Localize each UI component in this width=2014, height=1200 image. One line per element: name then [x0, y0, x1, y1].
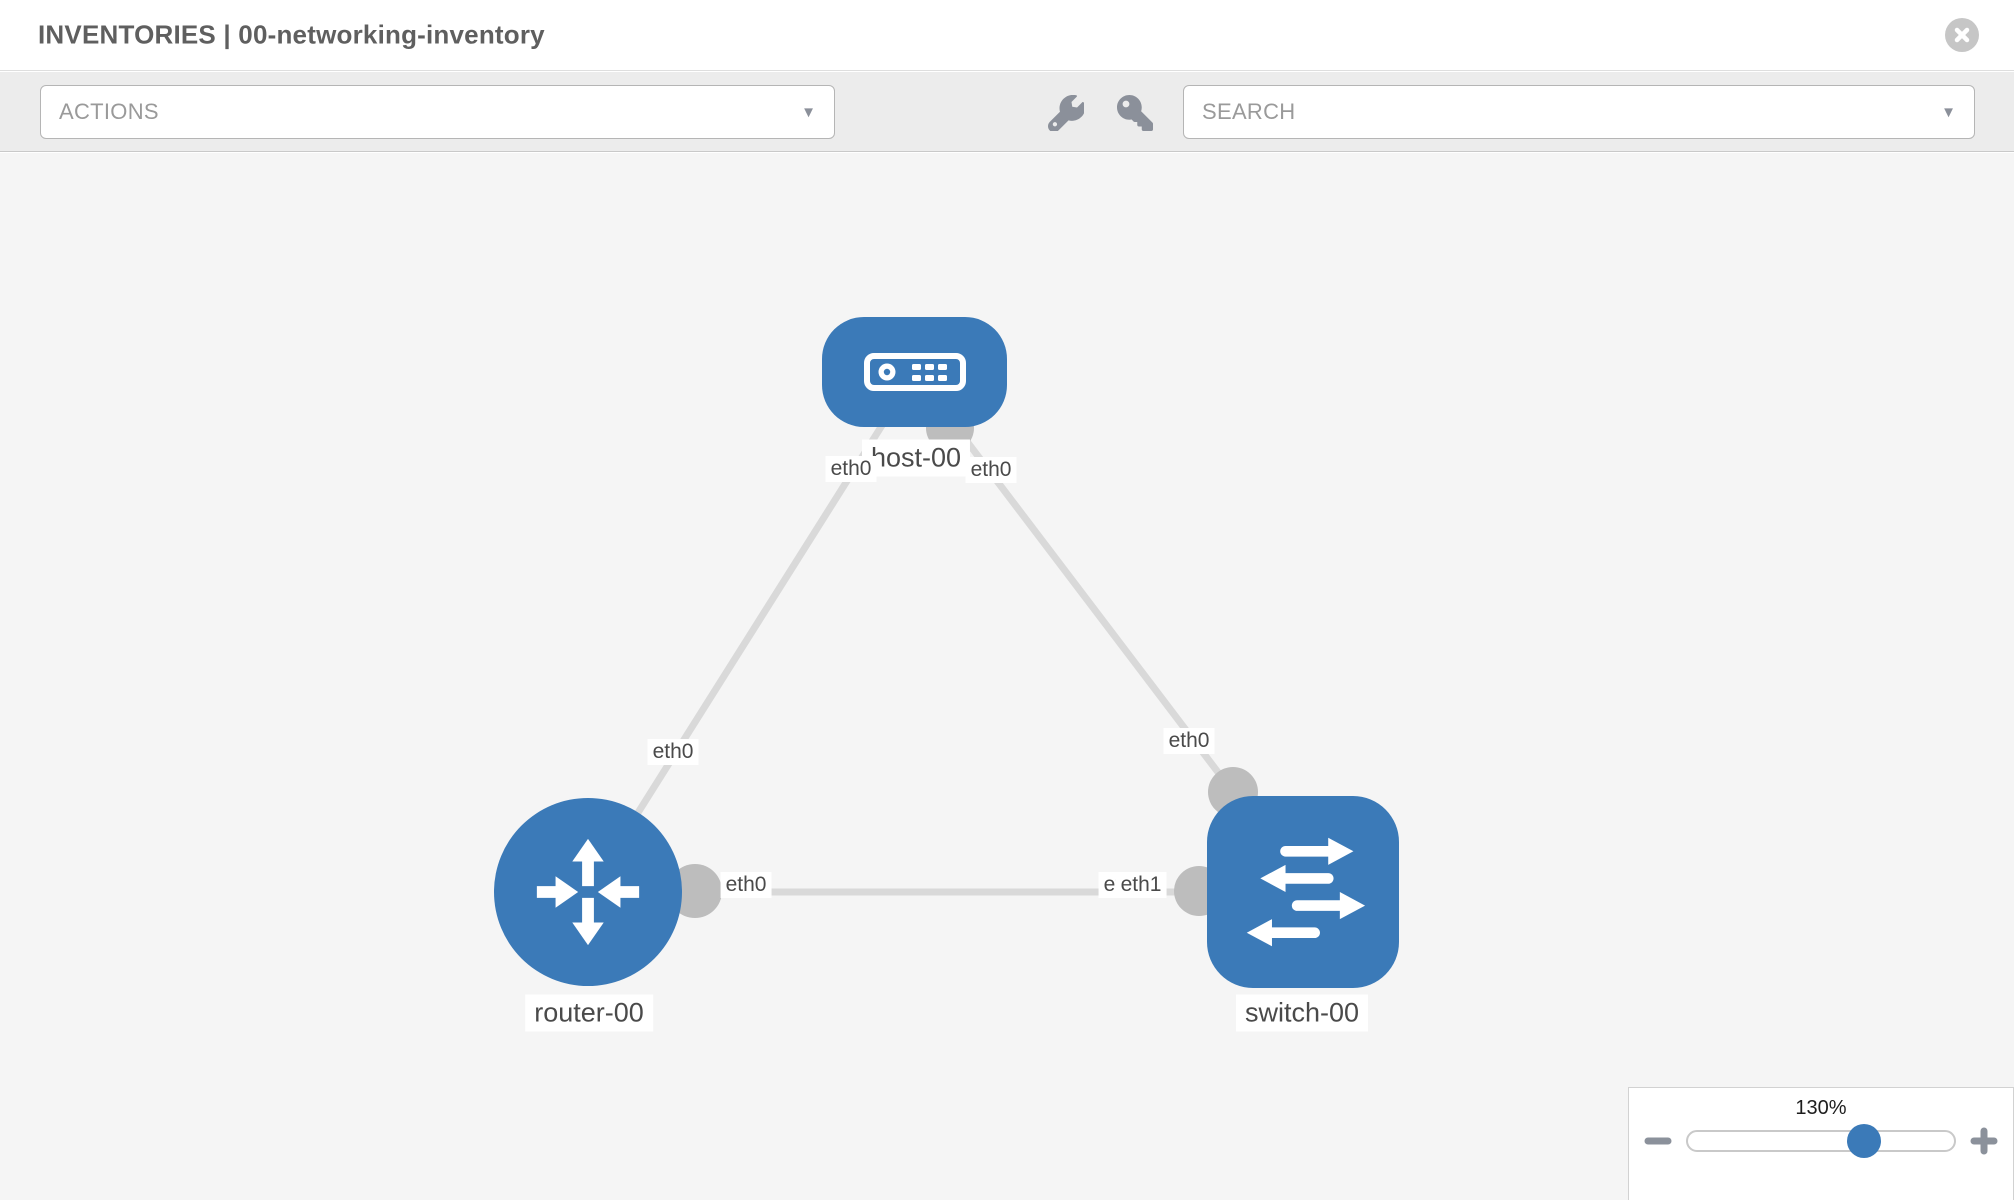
- actions-dropdown-label: ACTIONS: [59, 99, 159, 124]
- close-icon: [1954, 27, 1970, 43]
- toolbar: ACTIONS ▼ SEARCH ▼: [0, 72, 2014, 152]
- search-dropdown-label: SEARCH: [1202, 99, 1296, 124]
- node-host[interactable]: [822, 317, 1007, 427]
- zoom-in-button[interactable]: [1970, 1127, 1998, 1155]
- node-switch[interactable]: [1207, 796, 1399, 988]
- key-button[interactable]: [1117, 95, 1153, 131]
- close-button[interactable]: [1945, 18, 1979, 52]
- interface-label: eth0: [720, 872, 772, 898]
- node-label-router: router-00: [525, 994, 653, 1032]
- wrench-icon: [1048, 94, 1086, 133]
- topology-links-layer: [585, 370, 1303, 918]
- topology-canvas[interactable]: host-00 router-00 switch-00 eth0 eth0 et…: [0, 153, 2014, 1200]
- plus-icon: [1970, 1127, 1998, 1155]
- router-arrows-icon: [536, 838, 640, 946]
- switch-arrows-icon: [1246, 837, 1366, 947]
- interface-label: eth1: [1115, 872, 1167, 898]
- node-router[interactable]: [494, 798, 682, 986]
- host-server-icon: [863, 353, 966, 391]
- chevron-down-icon: ▼: [801, 103, 816, 121]
- interface-label: eth0: [965, 457, 1017, 483]
- zoom-slider-knob[interactable]: [1846, 1124, 1881, 1158]
- node-label-switch: switch-00: [1235, 994, 1369, 1032]
- node-label-host: host-00: [861, 439, 971, 477]
- minus-icon: [1644, 1137, 1672, 1145]
- interface-label: eth0: [825, 456, 877, 482]
- search-dropdown[interactable]: SEARCH ▼: [1183, 85, 1975, 139]
- key-icon: [1117, 95, 1153, 131]
- chevron-down-icon: ▼: [1941, 103, 1956, 121]
- interface-label: eth0: [647, 739, 699, 765]
- interface-label: eth0: [1163, 728, 1215, 754]
- zoom-panel: 130%: [1628, 1087, 2014, 1200]
- zoom-slider-track[interactable]: [1686, 1124, 1956, 1158]
- zoom-out-button[interactable]: [1644, 1127, 1672, 1155]
- page-title: INVENTORIES | 00-networking-inventory: [38, 19, 545, 50]
- wrench-button[interactable]: [1048, 94, 1086, 133]
- zoom-level-value: 130%: [1795, 1097, 1847, 1119]
- interface-stub: [668, 864, 722, 918]
- header: INVENTORIES | 00-networking-inventory: [0, 0, 2014, 71]
- actions-dropdown[interactable]: ACTIONS ▼: [40, 85, 835, 139]
